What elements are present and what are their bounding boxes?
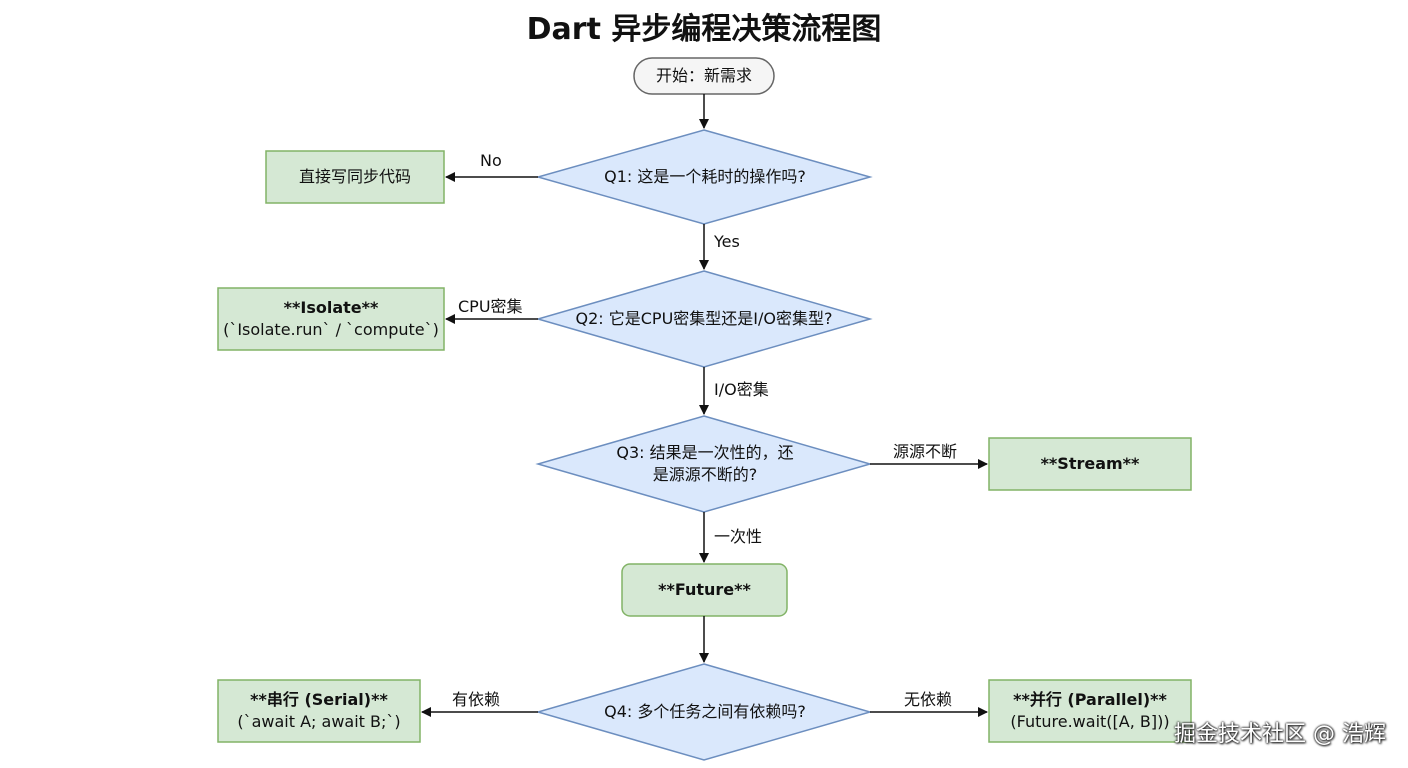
serial-node: **串行 (Serial)** (`await A; await B;`) xyxy=(218,680,420,742)
start-node-label: 开始：新需求 xyxy=(655,66,752,85)
q1-decision-label: Q1: 这是一个耗时的操作吗? xyxy=(604,167,806,186)
q4-decision: Q4: 多个任务之间有依赖吗? xyxy=(565,695,845,729)
stream-node: **Stream** xyxy=(989,438,1191,490)
q1-decision: Q1: 这是一个耗时的操作吗? xyxy=(560,160,850,194)
edge-label-nodep: 无依赖 xyxy=(904,686,953,710)
future-node: **Future** xyxy=(622,564,787,616)
edge-label-once: 一次性 xyxy=(714,523,763,547)
q3-decision-label-line2: 是源源不断的? xyxy=(652,465,758,484)
isolate-node: **Isolate** (`Isolate.run` / `compute`) xyxy=(218,288,444,350)
isolate-node-shape xyxy=(217,287,445,351)
edge-label-stream: 源源不断 xyxy=(893,438,958,462)
isolate-node-subtitle: (`Isolate.run` / `compute`) xyxy=(223,320,439,339)
stream-node-label: **Stream** xyxy=(1040,454,1140,473)
isolate-node-title: **Isolate** xyxy=(283,298,379,317)
edge-label-yes: Yes xyxy=(714,232,740,251)
edge-label-io: I/O密集 xyxy=(714,376,769,400)
sync-node-label: 直接写同步代码 xyxy=(298,167,411,186)
serial-node-shape xyxy=(217,679,421,743)
parallel-node-shape xyxy=(988,679,1192,743)
watermark: 掘金技术社区 @ 浩辉 xyxy=(1174,722,1386,747)
edge-label-dep: 有依赖 xyxy=(452,686,501,710)
parallel-node-title: **并行 (Parallel)** xyxy=(1013,690,1167,709)
serial-node-subtitle: (`await A; await B;`) xyxy=(237,712,401,731)
q3-decision: Q3: 结果是一次性的，还 是源源不断的? xyxy=(580,442,830,486)
edge-label-cpu: CPU密集 xyxy=(458,293,523,317)
sync-node: 直接写同步代码 xyxy=(266,151,444,203)
q4-decision-label: Q4: 多个任务之间有依赖吗? xyxy=(604,702,806,721)
q4-decision-shape xyxy=(535,663,873,761)
q3-decision-label-line1: Q3: 结果是一次性的，还 xyxy=(616,443,794,462)
sync-node-shape xyxy=(265,150,445,204)
parallel-node: **并行 (Parallel)** (Future.wait([A, B])) xyxy=(989,680,1191,742)
stream-node-shape xyxy=(988,437,1192,491)
q2-decision-label: Q2: 它是CPU密集型还是I/O密集型? xyxy=(575,309,833,328)
edge-label-no: No xyxy=(480,151,502,170)
page-title: Dart 异步编程决策流程图 xyxy=(526,12,882,47)
future-node-label: **Future** xyxy=(658,580,751,599)
serial-node-title: **串行 (Serial)** xyxy=(250,690,388,709)
start-node: 开始：新需求 xyxy=(634,58,774,94)
parallel-node-subtitle: (Future.wait([A, B])) xyxy=(1010,712,1170,731)
q2-decision: Q2: 它是CPU密集型还是I/O密集型? xyxy=(548,302,860,336)
